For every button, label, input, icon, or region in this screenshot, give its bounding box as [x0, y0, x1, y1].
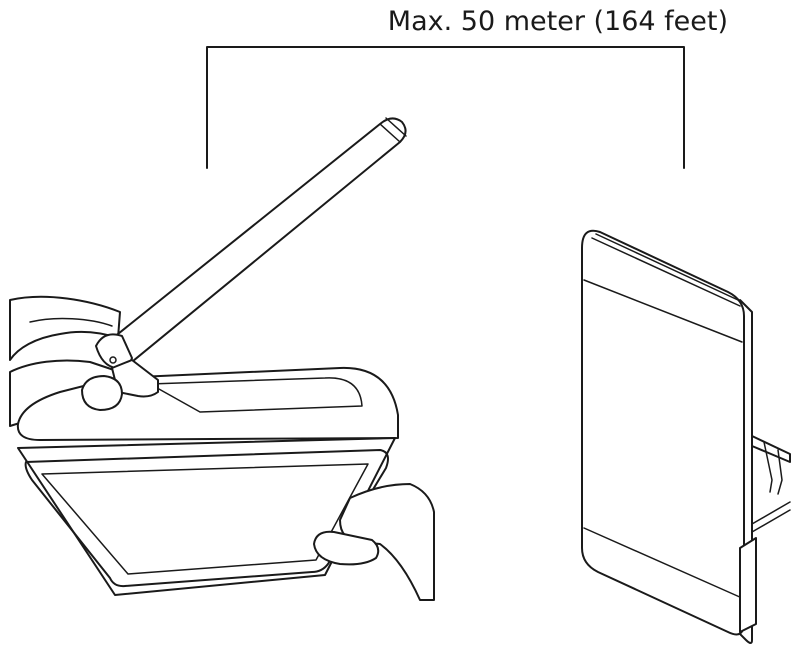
- device-screen: [41, 463, 369, 575]
- device-screen-outer: [24, 449, 389, 588]
- right-thumb-icon: [313, 530, 380, 566]
- antenna-icon: [97, 117, 407, 371]
- distance-label: Max. 50 meter (164 feet): [388, 6, 728, 37]
- mounting-bracket-top: [751, 435, 791, 463]
- mounting-clip: [739, 537, 757, 633]
- wall-panel-icon: [581, 229, 791, 644]
- handheld-device-icon: [9, 117, 435, 601]
- distance-bracket: [206, 46, 685, 169]
- left-hand-back-icon: [9, 295, 121, 361]
- thumb-icon: [81, 375, 123, 411]
- panel-front-face: [581, 229, 745, 636]
- device-front-bezel: [17, 437, 396, 596]
